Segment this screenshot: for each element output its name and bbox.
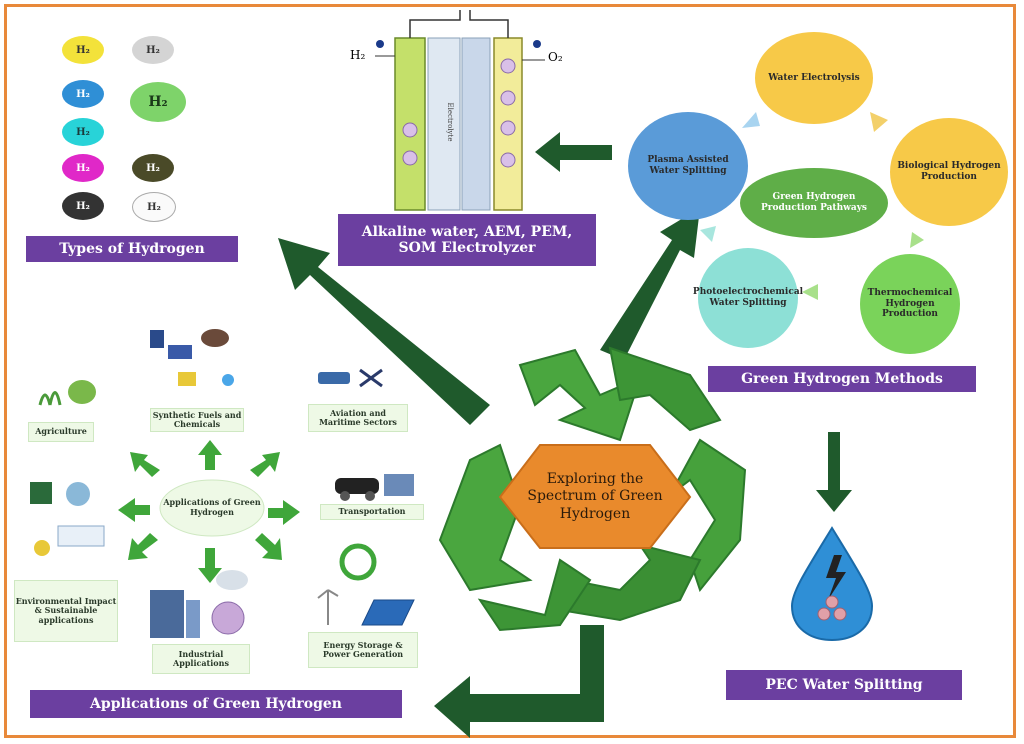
arrow-to-pec: [816, 432, 852, 512]
center-title: Exploring the Spectrum of Green Hydrogen: [527, 470, 663, 522]
application-hub-arrows: [118, 440, 300, 583]
recycle-icon: [438, 346, 747, 632]
applications-hub: [159, 479, 265, 537]
aviation-icon: [318, 368, 383, 388]
electrolyzer-diagram: [375, 10, 545, 211]
hydrogen-type-black: H₂: [62, 192, 104, 220]
hydrogen-type-green: H₂: [130, 82, 186, 122]
applications-hub-label: Applications of Green Hydrogen: [163, 497, 261, 517]
hydrogen-type-blue: H₂: [62, 80, 104, 108]
arrow-methods-to-electrolyzer: [535, 132, 612, 172]
application-industrial: Industrial Applications: [152, 644, 250, 674]
label-electrolyzer: Alkaline water, AEM, PEM, SOM Electrolyz…: [338, 214, 596, 266]
transportation-icon: [335, 474, 414, 501]
application-energy-storage: Energy Storage & Power Generation: [308, 632, 418, 668]
pec-droplet-icon: [790, 526, 874, 642]
center-hexagon: [498, 444, 692, 549]
electrolyzer-membrane-label: Electrolyte: [446, 102, 454, 142]
application-environmental: Environmental Impact & Sustainable appli…: [14, 580, 118, 642]
environmental-icon: [30, 482, 105, 556]
synthetic-fuels-icon: [150, 329, 234, 386]
method-thermochemical: Thermochemical Hydrogen Production: [860, 254, 960, 354]
label-applications: Applications of Green Hydrogen: [30, 690, 402, 718]
application-transportation: Transportation: [320, 504, 424, 520]
industrial-icon: [150, 570, 248, 638]
hydrogen-type-yellow: H₂: [62, 36, 104, 64]
hydrogen-type-white: H₂: [132, 192, 176, 222]
outer-frame: [4, 4, 1016, 738]
method-cycle-arrows: [700, 112, 924, 300]
method-photoelectrochemical: Photoelectrochemical Water Splitting: [693, 248, 803, 348]
method-center: Green Hydrogen Production Pathways: [740, 168, 888, 238]
hydrogen-type-turquoise: H₂: [62, 118, 104, 146]
electrolyzer-o2-label: O₂: [548, 50, 563, 64]
method-water-electrolysis: Water Electrolysis: [755, 32, 873, 124]
agriculture-icon: [38, 380, 96, 406]
method-biological: Biological Hydrogen Production: [890, 118, 1008, 226]
method-plasma: Plasma Assisted Water Splitting: [628, 112, 748, 220]
application-synthetic-fuels: Synthetic Fuels and Chemicals: [150, 408, 244, 432]
arrow-to-types: [278, 238, 490, 425]
hydrogen-type-pink: H₂: [62, 154, 104, 182]
application-agriculture: Agriculture: [28, 422, 94, 442]
electrolyzer-h2-label: H₂: [350, 48, 366, 62]
hydrogen-type-grey: H₂: [132, 36, 174, 64]
label-pec-water-splitting: PEC Water Splitting: [726, 670, 962, 700]
label-green-hydrogen-methods: Green Hydrogen Methods: [708, 366, 976, 392]
arrow-to-applications: [434, 625, 604, 738]
energy-storage-icon: [317, 543, 415, 626]
label-types-of-hydrogen: Types of Hydrogen: [26, 236, 238, 262]
application-aviation: Aviation and Maritime Sectors: [308, 404, 408, 432]
hydrogen-type-brown: H₂: [132, 154, 174, 182]
arrow-to-methods: [600, 208, 700, 360]
application-icons: [30, 329, 415, 638]
